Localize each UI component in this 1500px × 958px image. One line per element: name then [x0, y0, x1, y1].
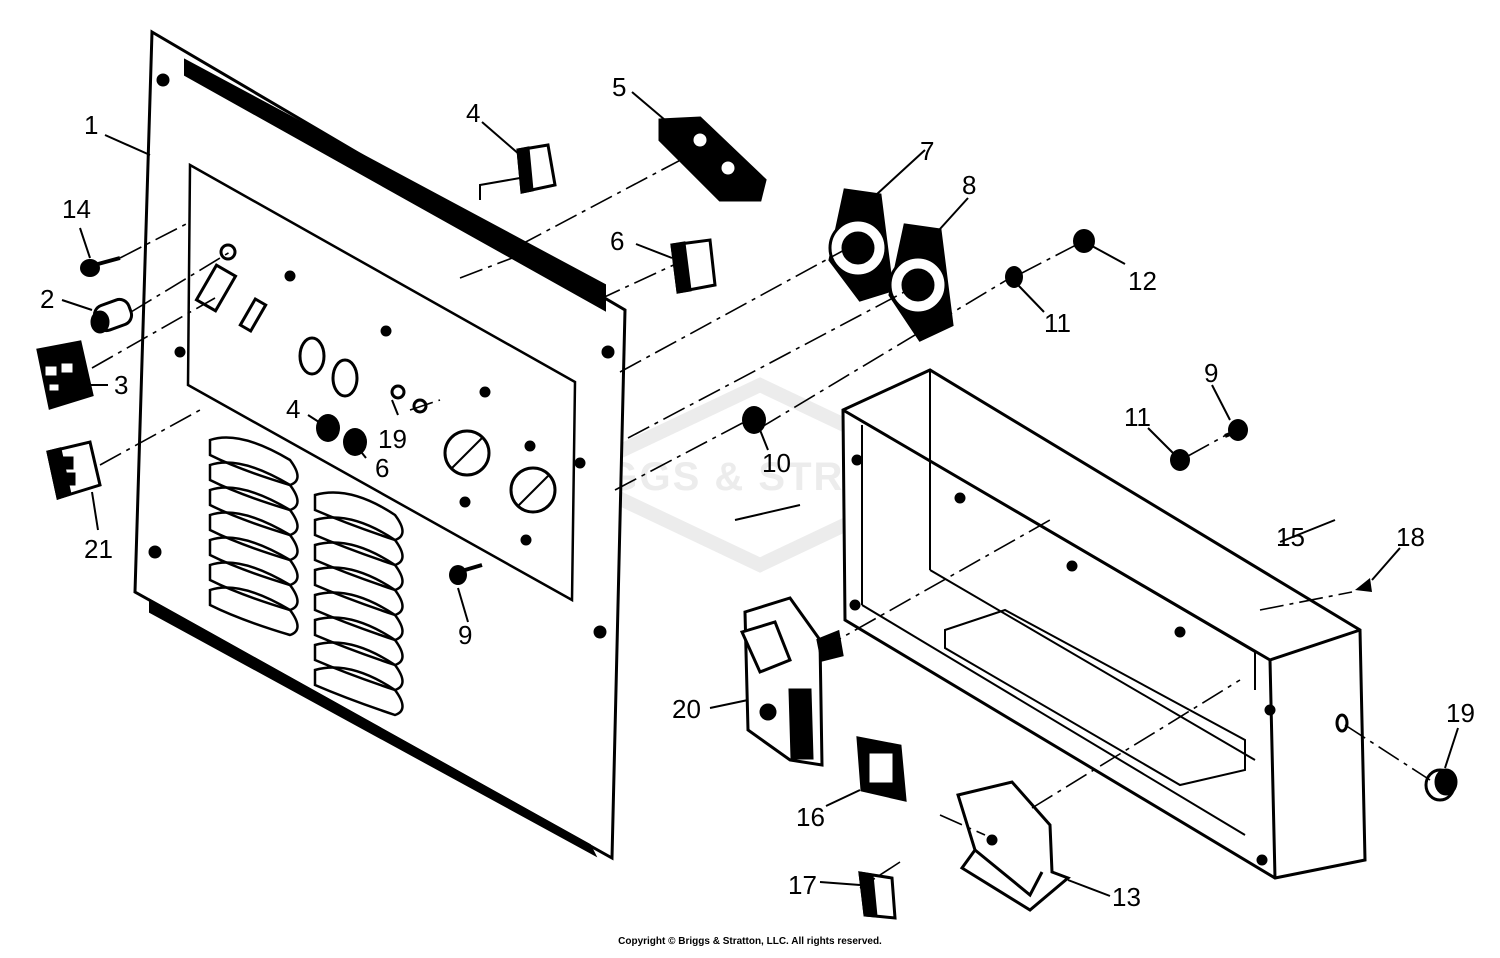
callout-21: 21 — [84, 534, 113, 564]
part-4-switch-top — [516, 143, 557, 194]
part-6-switch-top — [670, 238, 717, 294]
callout-6-panel: 6 — [375, 453, 389, 483]
part-10-nut — [742, 406, 766, 434]
part-9-screw-panel — [449, 563, 483, 585]
callout-11-box: 11 — [1124, 402, 1151, 432]
part-18-plug — [1355, 578, 1372, 592]
part-11-nut — [1005, 266, 1023, 288]
part-12-knob — [1073, 229, 1095, 253]
part-3-breaker — [36, 340, 94, 410]
callout-5: 5 — [612, 72, 626, 102]
part-5-receptacle — [658, 116, 767, 202]
part-15-box — [841, 368, 1367, 880]
callout-12: 12 — [1128, 266, 1157, 296]
callout-3: 3 — [114, 370, 128, 400]
callout-17: 17 — [788, 870, 817, 900]
part-17-clip — [858, 871, 897, 920]
assembly-lines — [91, 154, 1431, 889]
callout-18: 18 — [1396, 522, 1425, 552]
callout-9-panel: 9 — [458, 620, 472, 650]
callout-14: 14 — [62, 194, 91, 224]
callout-11-top: 11 — [1044, 308, 1071, 338]
callout-19-panel: 19 — [378, 424, 407, 454]
callout-16: 16 — [796, 802, 825, 832]
callout-13: 13 — [1112, 882, 1141, 912]
callout-6-top: 6 — [610, 226, 624, 256]
callout-4-panel: 4 — [286, 394, 300, 424]
part-14-screw — [80, 256, 121, 277]
part-control-panel — [133, 29, 627, 861]
callout-9-box: 9 — [1204, 358, 1218, 388]
callout-20: 20 — [672, 694, 701, 724]
callout-4-top: 4 — [466, 98, 480, 128]
callout-15: 15 — [1276, 522, 1305, 552]
leader-lines — [61, 91, 1459, 897]
part-2-fuse-holder — [90, 297, 134, 334]
callout-labels: 1 14 2 3 21 4 5 6 7 8 11 12 10 4 6 19 9 … — [40, 72, 1475, 912]
copyright-notice: Copyright © Briggs & Stratton, LLC. All … — [618, 936, 882, 947]
bracket-marks — [479, 177, 801, 521]
part-7-receptacle — [828, 188, 894, 302]
part-13-bracket — [956, 780, 1071, 912]
callout-8: 8 — [962, 170, 976, 200]
callout-1: 1 — [84, 110, 98, 140]
part-16-cover — [856, 736, 907, 802]
callout-2: 2 — [40, 284, 54, 314]
callout-10: 10 — [762, 448, 791, 478]
part-19-cap — [1424, 768, 1458, 802]
part-21-switch — [46, 440, 102, 500]
part-8-receptacle — [888, 223, 954, 342]
callout-19: 19 — [1446, 698, 1475, 728]
part-4-nut-panel — [316, 414, 340, 442]
part-6-nut-panel — [343, 428, 367, 456]
callout-7: 7 — [920, 136, 934, 166]
part-9-screw-box — [1224, 419, 1248, 441]
part-20-module — [739, 596, 844, 767]
